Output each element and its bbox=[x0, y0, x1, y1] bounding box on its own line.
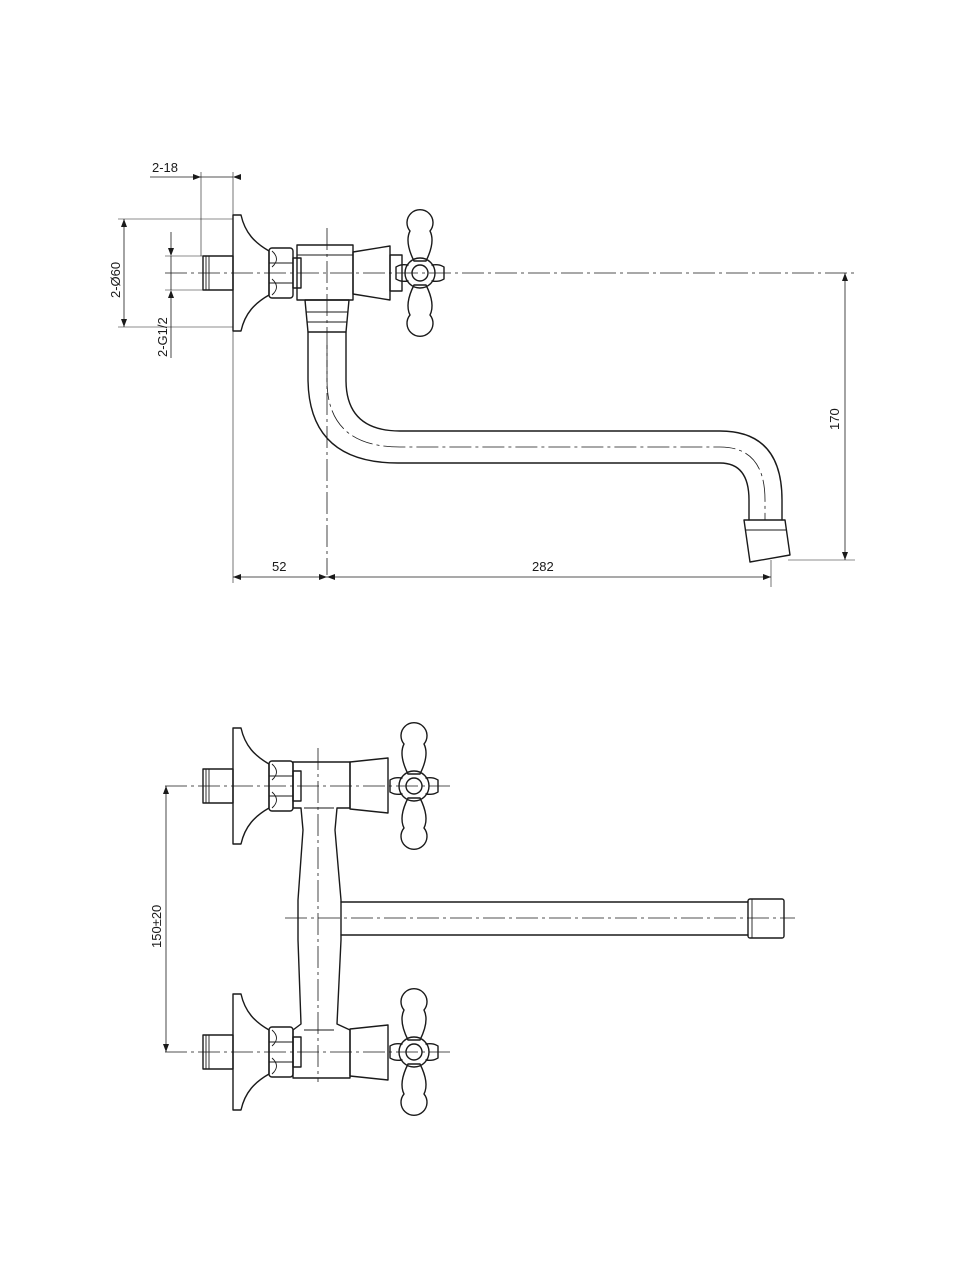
spout-aerator bbox=[747, 898, 785, 939]
valve-bonnet bbox=[352, 245, 391, 301]
valve-body bbox=[296, 244, 354, 301]
dim-wall-offset: 52 bbox=[272, 559, 286, 574]
mixer-body bbox=[292, 761, 351, 1079]
side-elevation-view: 2-18 2-Ø60 2-G1/2 170 52 282 bbox=[108, 160, 855, 587]
dim-center-distance: 150±20 bbox=[149, 905, 164, 948]
aerator bbox=[743, 519, 791, 563]
dim-nut-width: 2-18 bbox=[152, 160, 178, 175]
dim-spout-height: 170 bbox=[827, 408, 842, 430]
spout-centerline bbox=[326, 345, 766, 520]
lower-valve-bonnet bbox=[349, 1024, 389, 1081]
dim-thread-size: 2-G1/2 bbox=[155, 317, 170, 357]
dim-flange-diameter: 2-Ø60 bbox=[108, 262, 123, 298]
dim-spout-reach: 282 bbox=[532, 559, 554, 574]
spout-pipe-inner bbox=[345, 331, 783, 521]
spout-pipe-outer bbox=[307, 331, 750, 521]
upper-valve-bonnet bbox=[349, 757, 389, 814]
plan-view: 150±20 bbox=[149, 721, 795, 1117]
